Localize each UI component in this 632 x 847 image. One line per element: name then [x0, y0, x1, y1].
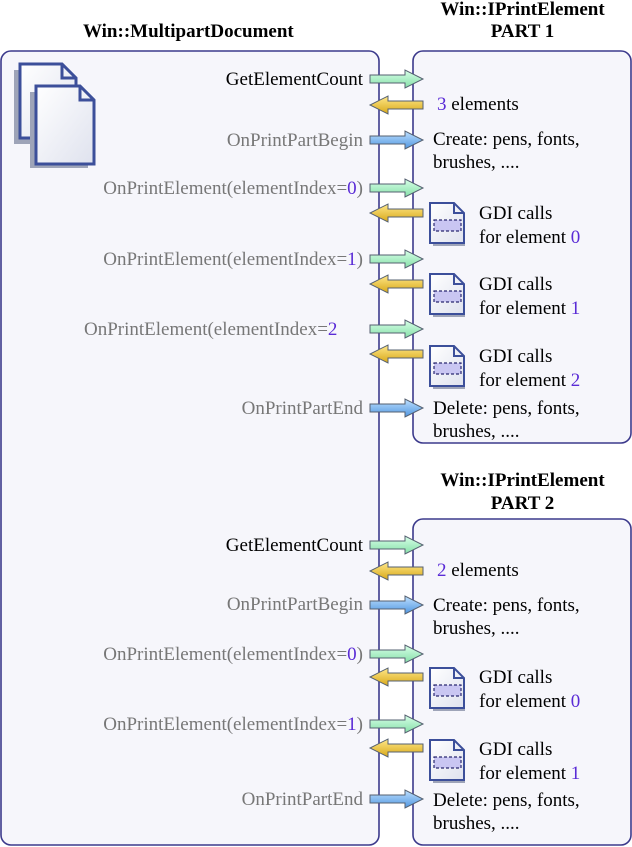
part2-count-return-arrow	[368, 561, 424, 581]
gdi-index: 1	[570, 298, 581, 319]
call-prefix: OnPrintElement(elementIndex=	[103, 714, 348, 735]
part1-element1-return-arrow	[368, 274, 424, 294]
part2-gdi-1-line2: for element 1	[479, 762, 580, 786]
part2-element0-call-arrow	[369, 644, 425, 664]
part2-count-label: 2 elements	[437, 559, 519, 583]
call-prefix: OnPrintElement(elementIndex=	[103, 644, 348, 665]
part2-get-element-count: GetElementCount	[225, 535, 363, 556]
gdi-index: 0	[570, 227, 581, 248]
part1-gdi-1-document-icon	[429, 273, 465, 317]
gdi-text: for element	[479, 691, 571, 712]
part2-gdi-1-line1: GDI calls	[479, 739, 553, 760]
call-index: 1	[347, 249, 357, 270]
part1-count-return-arrow	[368, 95, 424, 115]
gdi-index: 2	[570, 370, 581, 391]
part1-on-print-element-2: OnPrintElement(elementIndex=2	[84, 320, 337, 339]
part1-gdi-1-line2: for element 1	[479, 297, 580, 321]
part1-on-print-element-1: OnPrintElement(elementIndex=1)	[103, 250, 363, 269]
part2-gdi-0-line1: GDI calls	[479, 667, 553, 688]
call-suffix: )	[356, 644, 363, 665]
part1-get-count-arrow	[369, 69, 425, 89]
part2-count-number: 2	[437, 560, 447, 581]
multipart-document-box	[0, 50, 380, 846]
part1-end-arrow	[369, 398, 425, 418]
part1-element2-call-arrow	[369, 319, 425, 339]
part2-title-line1: Win::IPrintElement	[440, 470, 605, 491]
part1-delete-line1: Delete: pens, fonts,	[433, 398, 580, 419]
documents-icon	[14, 62, 96, 168]
part2-delete-line1: Delete: pens, fonts,	[433, 790, 580, 811]
part2-end-arrow	[369, 789, 425, 809]
part1-box	[412, 50, 632, 444]
part1-title-line2: PART 1	[490, 21, 555, 42]
part1-count-label: 3 elements	[437, 93, 519, 117]
part2-title-line2: PART 2	[490, 493, 555, 514]
part2-gdi-0-line2: for element 0	[479, 690, 580, 714]
part1-get-element-count: GetElementCount	[225, 69, 363, 90]
gdi-index: 0	[570, 691, 581, 712]
gdi-index: 1	[570, 763, 581, 784]
part1-delete-line2: brushes, ....	[433, 421, 520, 442]
call-prefix: OnPrintElement(elementIndex=	[103, 249, 348, 270]
gdi-text: for element	[479, 370, 571, 391]
call-suffix: )	[356, 249, 363, 270]
part2-create-line2: brushes, ....	[433, 618, 520, 639]
part2-gdi-1-document-icon	[429, 739, 465, 783]
gdi-text: for element	[479, 227, 571, 248]
part2-on-print-part-begin: OnPrintPartBegin	[226, 594, 363, 615]
part2-gdi-0-document-icon	[429, 667, 465, 711]
gdi-text: for element	[479, 298, 571, 319]
part2-begin-arrow	[369, 595, 425, 615]
part1-gdi-1-line1: GDI calls	[479, 274, 553, 295]
part1-element2-return-arrow	[368, 344, 424, 364]
part2-delete-line2: brushes, ....	[433, 813, 520, 834]
gdi-text: for element	[479, 763, 571, 784]
call-index: 2	[327, 319, 338, 340]
part2-on-print-element-0: OnPrintElement(elementIndex=0)	[103, 645, 363, 664]
call-prefix: OnPrintElement(elementIndex=	[84, 319, 328, 340]
part1-gdi-2-line2: for element 2	[479, 369, 580, 393]
call-index: 0	[347, 644, 357, 665]
part1-create-line2: brushes, ....	[433, 152, 520, 173]
part1-on-print-part-begin: OnPrintPartBegin	[226, 130, 363, 151]
part1-gdi-0-line2: for element 0	[479, 226, 580, 250]
call-prefix: OnPrintElement(elementIndex=	[103, 178, 348, 199]
call-suffix: )	[356, 178, 363, 199]
part1-gdi-2-line1: GDI calls	[479, 346, 553, 367]
part2-on-print-element-1: OnPrintElement(elementIndex=1)	[103, 715, 363, 734]
part2-element0-return-arrow	[368, 667, 424, 687]
part1-begin-arrow	[369, 130, 425, 150]
part1-count-text: elements	[446, 94, 519, 115]
part2-on-print-part-end: OnPrintPartEnd	[241, 789, 363, 810]
part1-count-number: 3	[437, 94, 447, 115]
part1-gdi-0-line1: GDI calls	[479, 203, 553, 224]
part1-element0-call-arrow	[369, 178, 425, 198]
part1-element0-return-arrow	[368, 203, 424, 223]
part1-gdi-0-document-icon	[429, 202, 465, 246]
multipart-document-title: Win::MultipartDocument	[83, 21, 294, 42]
part1-create-line1: Create: pens, fonts,	[433, 129, 580, 150]
part2-count-text: elements	[446, 560, 519, 581]
part1-on-print-element-0: OnPrintElement(elementIndex=0)	[103, 179, 363, 198]
call-suffix: )	[356, 714, 363, 735]
part2-element1-call-arrow	[369, 714, 425, 734]
call-index: 0	[347, 178, 357, 199]
part2-box	[412, 518, 632, 846]
part1-on-print-part-end: OnPrintPartEnd	[241, 398, 363, 419]
part2-element1-return-arrow	[368, 738, 424, 758]
part1-title-line1: Win::IPrintElement	[440, 0, 605, 20]
part2-create-line1: Create: pens, fonts,	[433, 595, 580, 616]
call-index: 1	[347, 714, 357, 735]
part2-get-count-arrow	[369, 535, 425, 555]
part1-element1-call-arrow	[369, 249, 425, 269]
part1-gdi-2-document-icon	[429, 345, 465, 389]
